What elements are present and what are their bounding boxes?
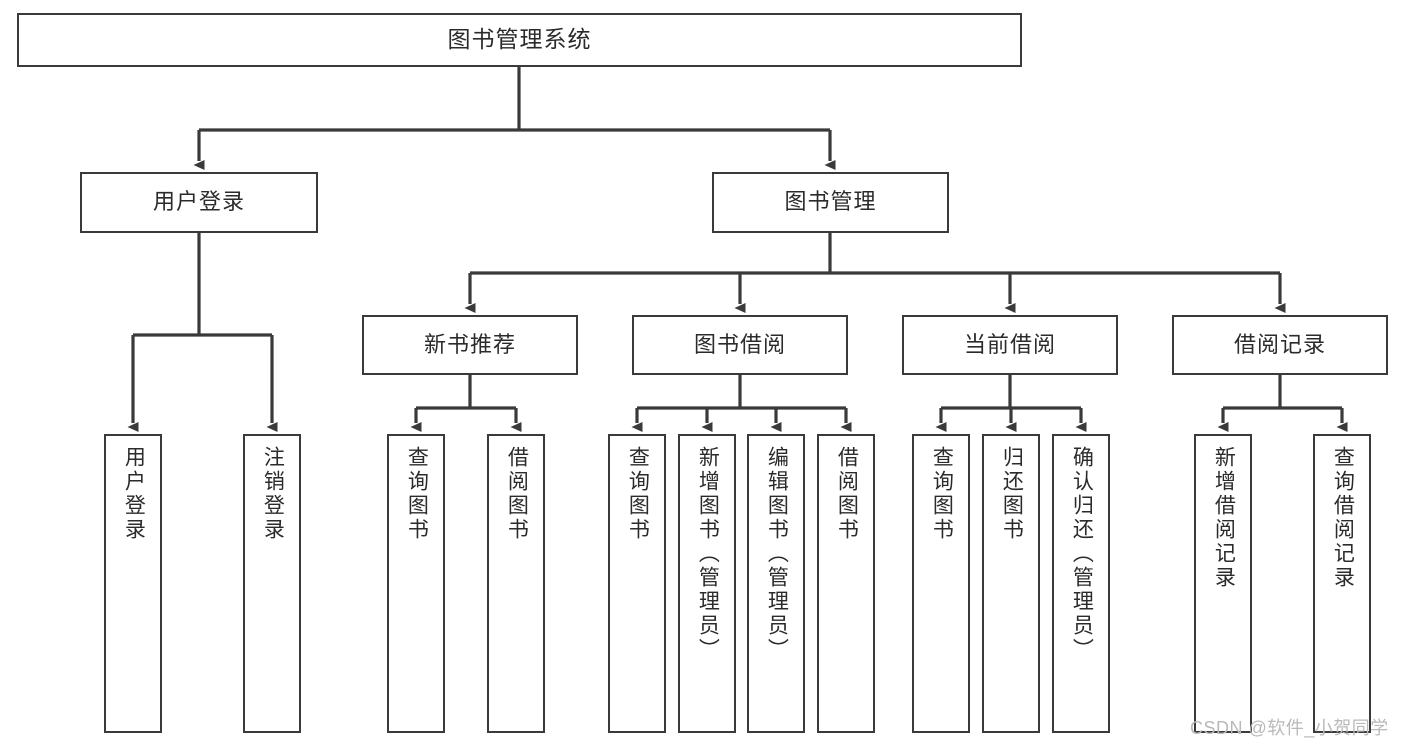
edges-userlogin-to-leaves (127, 233, 278, 432)
watermark: CSDN @软件_小贺同学 (1190, 718, 1389, 738)
node-leaf-current-confirm-return-label: 确认归还（管理员） (1070, 446, 1094, 662)
node-current-borrow[interactable]: 当前借阅 (902, 315, 1118, 375)
node-leaf-user-login[interactable]: 用户登录 (104, 434, 162, 733)
node-book-manage[interactable]: 图书管理 (712, 172, 949, 233)
edges-bookmanage-to-level2 (464, 233, 1286, 313)
node-leaf-borrow-edit-book[interactable]: 编辑图书（管理员） (747, 434, 805, 733)
node-leaf-borrow-add-book[interactable]: 新增图书（管理员） (678, 434, 736, 733)
node-leaf-borrow-lend-book[interactable]: 借阅图书 (817, 434, 875, 733)
node-book-borrow[interactable]: 图书借阅 (632, 315, 848, 375)
node-leaf-record-add-label: 新增借阅记录 (1212, 446, 1236, 590)
node-leaf-current-return-book-label: 归还图书 (1000, 446, 1024, 542)
node-root[interactable]: 图书管理系统 (17, 13, 1022, 67)
node-root-label: 图书管理系统 (447, 26, 592, 53)
node-leaf-record-query-label: 查询借阅记录 (1331, 446, 1355, 590)
edges-newbookrec-to-leaves (410, 375, 522, 432)
node-leaf-current-query-book-label: 查询图书 (930, 446, 954, 542)
node-leaf-current-confirm-return[interactable]: 确认归还（管理员） (1052, 434, 1110, 733)
node-user-login-label: 用户登录 (152, 189, 245, 215)
node-new-book-rec-label: 新书推荐 (423, 331, 516, 357)
node-leaf-user-login-label: 用户登录 (122, 446, 146, 542)
node-borrow-record[interactable]: 借阅记录 (1172, 315, 1388, 375)
node-book-borrow-label: 图书借阅 (693, 331, 786, 357)
node-leaf-borrow-query-book[interactable]: 查询图书 (608, 434, 666, 733)
node-book-manage-label: 图书管理 (784, 189, 877, 215)
node-leaf-borrow-add-book-label: 新增图书（管理员） (696, 446, 720, 662)
node-leaf-current-return-book[interactable]: 归还图书 (982, 434, 1040, 733)
node-leaf-borrow-query-book-label: 查询图书 (626, 446, 650, 542)
edges-borrowrecord-to-leaves (1217, 375, 1348, 432)
node-leaf-record-add[interactable]: 新增借阅记录 (1194, 434, 1252, 733)
node-borrow-record-label: 借阅记录 (1233, 331, 1326, 357)
node-current-borrow-label: 当前借阅 (963, 331, 1056, 357)
node-new-book-rec[interactable]: 新书推荐 (362, 315, 578, 375)
node-leaf-rec-borrow-book-label: 借阅图书 (505, 446, 529, 542)
node-leaf-borrow-edit-book-label: 编辑图书（管理员） (765, 446, 789, 662)
node-leaf-user-logout[interactable]: 注销登录 (243, 434, 301, 733)
node-user-login[interactable]: 用户登录 (80, 172, 318, 233)
node-leaf-rec-query-book[interactable]: 查询图书 (387, 434, 445, 733)
node-leaf-borrow-lend-book-label: 借阅图书 (835, 446, 859, 542)
node-leaf-record-query[interactable]: 查询借阅记录 (1313, 434, 1371, 733)
edges-root-to-level1 (193, 67, 836, 170)
node-leaf-user-logout-label: 注销登录 (261, 446, 285, 542)
node-leaf-rec-borrow-book[interactable]: 借阅图书 (487, 434, 545, 733)
node-leaf-current-query-book[interactable]: 查询图书 (912, 434, 970, 733)
edges-bookborrow-to-leaves (631, 375, 852, 432)
node-leaf-rec-query-book-label: 查询图书 (405, 446, 429, 542)
edges-currentborrow-to-leaves (935, 375, 1087, 432)
